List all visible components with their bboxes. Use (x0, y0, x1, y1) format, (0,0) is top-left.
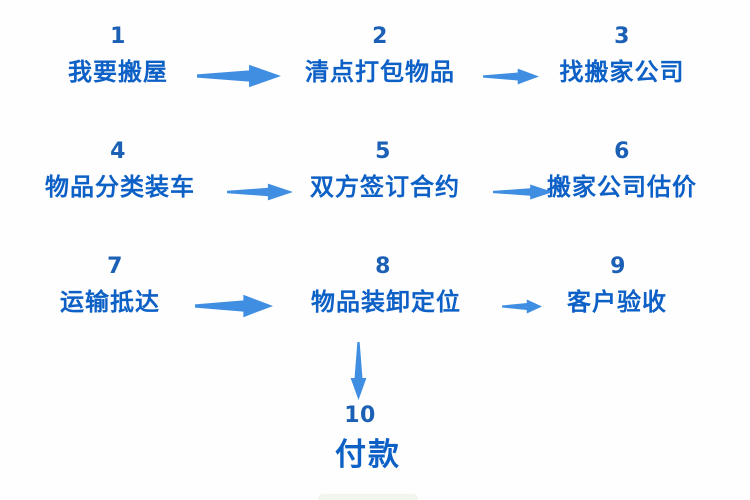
arrow-step8-to-step9 (502, 299, 542, 314)
step-6-number: 6 (614, 139, 630, 164)
right-arrow-icon (493, 184, 553, 200)
step-7-label: 运输抵达 (60, 288, 160, 316)
step-5-number: 5 (375, 139, 391, 164)
step-4-number: 4 (110, 139, 126, 164)
step-10-number: 10 (344, 403, 376, 428)
step-8-number: 8 (375, 254, 391, 279)
step-3-label-wrap: 找搬家公司 (559, 58, 685, 87)
step-8: 8 (375, 256, 391, 278)
arrow-step1-to-step2 (197, 64, 281, 88)
step-10-label: 付款 (335, 437, 401, 473)
step-2-number: 2 (372, 24, 388, 49)
arrow-step2-to-step3 (483, 68, 539, 85)
step-2-label: 清点打包物品 (305, 58, 455, 86)
step-4-label: 物品分类装车 (45, 173, 195, 201)
right-arrow-icon (483, 68, 539, 85)
arrow-step5-to-step6 (493, 184, 553, 200)
step-9-label-wrap: 客户验收 (567, 288, 667, 317)
right-arrow-icon (195, 294, 273, 318)
step-6-label-wrap: 搬家公司估价 (547, 173, 697, 202)
step-6: 6 (614, 141, 630, 163)
step-10-label-wrap: 付款 (335, 437, 401, 474)
step-3: 3 (614, 26, 630, 48)
step-7-number: 7 (107, 254, 123, 279)
step-1: 1 (110, 26, 126, 48)
arrow-step7-to-step8 (195, 294, 273, 318)
step-5-label: 双方签订合约 (310, 173, 460, 201)
step-1-label-wrap: 我要搬屋 (68, 58, 168, 87)
step-6-label: 搬家公司估价 (547, 173, 697, 201)
step-4: 4 (110, 141, 126, 163)
right-arrow-icon (227, 183, 293, 201)
step-1-label: 我要搬屋 (68, 58, 168, 86)
right-arrow-icon (502, 299, 542, 314)
cutoff-artifact (318, 494, 418, 500)
step-2: 2 (372, 26, 388, 48)
arrow-step4-to-step5 (227, 183, 293, 201)
right-arrow-icon (197, 64, 281, 88)
step-10: 10 (344, 405, 376, 427)
step-8-label: 物品装卸定位 (311, 288, 461, 316)
step-9: 9 (610, 256, 626, 278)
step-4-label-wrap: 物品分类装车 (45, 173, 195, 202)
step-2-label-wrap: 清点打包物品 (305, 58, 455, 87)
step-3-label: 找搬家公司 (559, 58, 685, 86)
step-5-label-wrap: 双方签订合约 (310, 173, 460, 202)
step-1-number: 1 (110, 24, 126, 49)
step-9-number: 9 (610, 254, 626, 279)
step-5: 5 (375, 141, 391, 163)
arrow-step8-to-step10 (350, 342, 367, 400)
step-9-label: 客户验收 (567, 288, 667, 316)
down-arrow-icon (350, 342, 367, 400)
step-7-label-wrap: 运输抵达 (60, 288, 160, 317)
step-8-label-wrap: 物品装卸定位 (311, 288, 461, 317)
step-3-number: 3 (614, 24, 630, 49)
step-7: 7 (107, 256, 123, 278)
